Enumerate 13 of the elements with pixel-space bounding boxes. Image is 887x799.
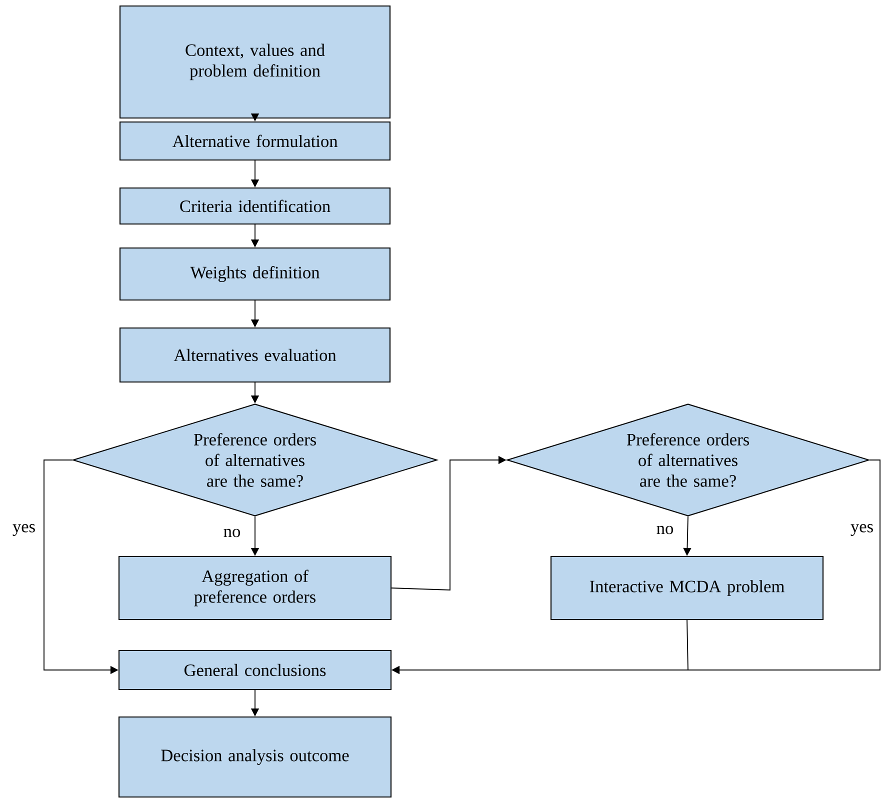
process-box: Criteria identification — [119, 187, 391, 225]
process-box: Decision analysis outcome — [118, 716, 392, 798]
process-box: General conclusions — [118, 650, 392, 690]
process-box: Context, values and problem definition — [119, 5, 391, 119]
process-box: Alternatives evaluation — [119, 327, 391, 383]
edge-label: no — [655, 524, 675, 536]
edge-label: yes — [849, 522, 875, 538]
process-box: Aggregation of preference orders — [118, 556, 392, 620]
process-box: Interactive MCDA problem — [550, 556, 824, 620]
process-box: Alternative formulation — [119, 121, 391, 161]
edge-label: no — [222, 528, 242, 538]
process-box: Weights definition — [119, 247, 391, 301]
edge-label: yes — [11, 522, 37, 538]
